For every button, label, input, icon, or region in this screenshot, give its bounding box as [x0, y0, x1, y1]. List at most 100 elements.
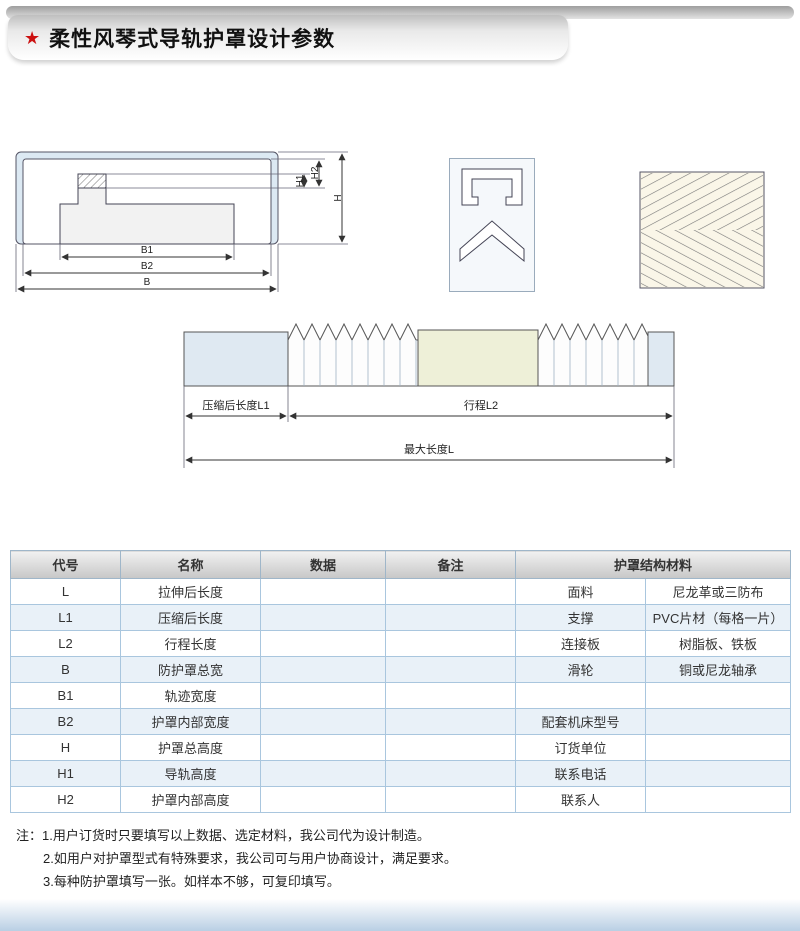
- bellows-pleats-left: [287, 322, 419, 387]
- cell-material-value: [644, 708, 792, 735]
- cell-remark: [385, 734, 516, 761]
- table-row: B1 轨迹宽度: [10, 682, 792, 709]
- cell-data: [260, 682, 386, 709]
- dim-label-h2: H2: [310, 166, 321, 179]
- column-header-name: 名称: [120, 550, 261, 579]
- dim-label-l1: 压缩后长度L1: [202, 398, 269, 412]
- bellows-diagram: 压缩后长度L1 行程L2 最大长度L: [183, 322, 675, 468]
- table-row: B 防护罩总宽 滑轮 铜或尼龙轴承: [10, 656, 792, 683]
- dim-label-b2: B2: [141, 261, 154, 272]
- compressed-section: [183, 331, 289, 387]
- table-row: H2 护罩内部高度 联系人: [10, 786, 792, 813]
- cell-data: [260, 578, 386, 605]
- cell-data: [260, 656, 386, 683]
- cell-material-value: 尼龙革或三防布: [644, 578, 792, 605]
- title-banner: ★ 柔性风琴式导轨护罩设计参数: [8, 15, 568, 60]
- cell-remark: [385, 760, 516, 787]
- cell-remark: [385, 604, 516, 631]
- profile-diagram: [449, 158, 535, 292]
- cell-code: L: [10, 578, 121, 605]
- cell-remark: [385, 786, 516, 813]
- cell-name: 轨迹宽度: [120, 682, 261, 709]
- table-row: L1 压缩后长度 支撑 PVC片材（每格一片）: [10, 604, 792, 631]
- cell-code: H2: [10, 786, 121, 813]
- table-row: L 拉伸后长度 面料 尼龙革或三防布: [10, 578, 792, 605]
- order-notes: 注：1.用户订货时只要填写以上数据、选定材料，我公司代为设计制造。 2.如用户对…: [16, 824, 457, 893]
- fold-pattern-diagram: [639, 171, 765, 289]
- column-header-remark: 备注: [385, 550, 516, 579]
- pleat-fold-lines-left: [303, 340, 417, 386]
- cell-material-value: 树脂板、铁板: [644, 630, 792, 657]
- cell-remark: [385, 656, 516, 683]
- cell-code: L1: [10, 604, 121, 631]
- cell-material-value: [644, 682, 792, 709]
- column-header-material: 护罩结构材料: [514, 550, 792, 579]
- carriage-section: [417, 329, 539, 387]
- u-channel-profile: [461, 168, 523, 206]
- cell-material-label: 滑轮: [515, 656, 646, 683]
- cell-remark: [385, 682, 516, 709]
- cell-material-label: 配套机床型号: [515, 708, 646, 735]
- column-header-data: 数据: [260, 550, 386, 579]
- note-line-3: 3.每种防护罩填写一张。如样本不够，可复印填写。: [43, 874, 340, 889]
- note-line-1: 注：1.用户订货时只要填写以上数据、选定材料，我公司代为设计制造。: [16, 828, 430, 843]
- cell-data: [260, 786, 386, 813]
- cell-code: H: [10, 734, 121, 761]
- bellows-extension-lines: [183, 386, 675, 468]
- cell-code: B: [10, 656, 121, 683]
- cell-remark: [385, 708, 516, 735]
- dim-label-b1: B1: [141, 245, 154, 256]
- cell-name: 护罩内部宽度: [120, 708, 261, 735]
- dim-label-b: B: [144, 277, 151, 288]
- cell-code: H1: [10, 760, 121, 787]
- table-row: B2 护罩内部宽度 配套机床型号: [10, 708, 792, 735]
- fold-stripes-top: [641, 173, 763, 230]
- cell-code: B2: [10, 708, 121, 735]
- table-row: L2 行程长度 连接板 树脂板、铁板: [10, 630, 792, 657]
- cell-material-value: PVC片材（每格一片）: [644, 604, 792, 631]
- cell-data: [260, 734, 386, 761]
- column-header-code: 代号: [10, 550, 121, 579]
- cell-data: [260, 630, 386, 657]
- cell-name: 护罩内部高度: [120, 786, 261, 813]
- dim-label-l2: 行程L2: [464, 399, 498, 412]
- guide-rail-block: [77, 173, 107, 189]
- cell-material-label: [515, 682, 646, 709]
- cell-material-label: 连接板: [515, 630, 646, 657]
- cell-material-value: [644, 760, 792, 787]
- cell-data: [260, 604, 386, 631]
- cell-code: L2: [10, 630, 121, 657]
- cell-code: B1: [10, 682, 121, 709]
- dim-label-h1: H1: [295, 174, 306, 187]
- cell-name: 压缩后长度: [120, 604, 261, 631]
- cell-data: [260, 760, 386, 787]
- cell-material-label: 联系人: [515, 786, 646, 813]
- dim-label-l: 最大长度L: [404, 442, 454, 456]
- cell-material-label: 联系电话: [515, 760, 646, 787]
- bellows-pleats-right: [537, 322, 649, 387]
- cell-name: 行程长度: [120, 630, 261, 657]
- cell-material-value: [644, 734, 792, 761]
- cell-remark: [385, 578, 516, 605]
- cell-material-label: 订货单位: [515, 734, 646, 761]
- table-row: H 护罩总高度 订货单位: [10, 734, 792, 761]
- page-title: 柔性风琴式导轨护罩设计参数: [49, 27, 336, 51]
- pleat-fold-lines-right: [553, 340, 635, 386]
- cell-material-value: 铜或尼龙轴承: [644, 656, 792, 683]
- fold-stripes-bottom: [641, 230, 763, 287]
- end-section: [647, 331, 675, 387]
- cell-remark: [385, 630, 516, 657]
- cell-material-label: 面料: [515, 578, 646, 605]
- cell-material-label: 支撑: [515, 604, 646, 631]
- table-header-row: 代号 名称 数据 备注 护罩结构材料: [10, 550, 792, 579]
- spec-table: 代号 名称 数据 备注 护罩结构材料 L 拉伸后长度 面料 尼龙革或三防布 L1…: [10, 550, 792, 813]
- cell-material-value: [644, 786, 792, 813]
- dim-label-h: H: [333, 194, 344, 201]
- cell-name: 护罩总高度: [120, 734, 261, 761]
- footer-band: [0, 899, 800, 931]
- cell-name: 导轨高度: [120, 760, 261, 787]
- cell-data: [260, 708, 386, 735]
- cell-name: 拉伸后长度: [120, 578, 261, 605]
- star-icon: ★: [24, 27, 41, 48]
- note-line-2: 2.如用户对护罩型式有特殊要求，我公司可与用户协商设计，满足要求。: [43, 851, 457, 866]
